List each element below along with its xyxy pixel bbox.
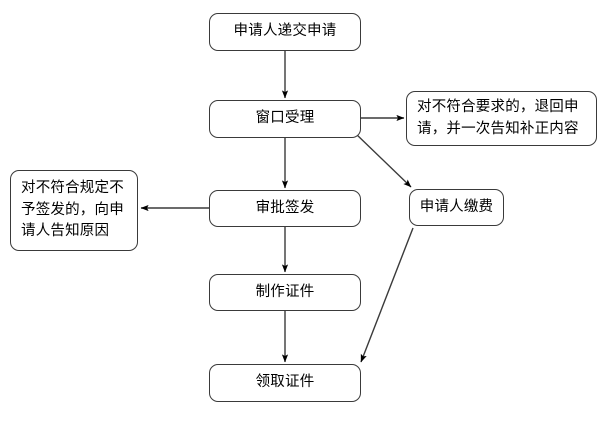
node-notify-reason-note[interactable]: 对不符合规定不予签发的，向申请人告知原因 [10,170,138,251]
node-label: 申请人缴费 [419,198,494,215]
node-label: 领取证件 [255,374,315,391]
node-collect-certificate[interactable]: 领取证件 [209,364,361,402]
node-approval-issuance[interactable]: 审批签发 [209,190,361,227]
node-window-acceptance[interactable]: 窗口受理 [209,100,361,138]
node-return-application-note[interactable]: 对不符合要求的，退回申请，并一次告知补正内容 [406,91,597,146]
node-make-certificate[interactable]: 制作证件 [209,274,361,311]
edge-payment-to-collect [360,227,414,363]
node-label: 审批签发 [255,199,315,216]
node-label: 对不符合要求的，退回申请，并一次告知补正内容 [417,98,579,137]
node-label: 对不符合规定不予签发的，向申请人告知原因 [21,179,124,240]
edge-accept-to-payment [354,132,412,188]
node-label: 窗口受理 [255,110,315,127]
node-label: 申请人递交申请 [233,23,337,40]
node-applicant-payment[interactable]: 申请人缴费 [409,189,504,226]
node-submit-application[interactable]: 申请人递交申请 [209,13,361,51]
node-label: 制作证件 [255,283,315,300]
